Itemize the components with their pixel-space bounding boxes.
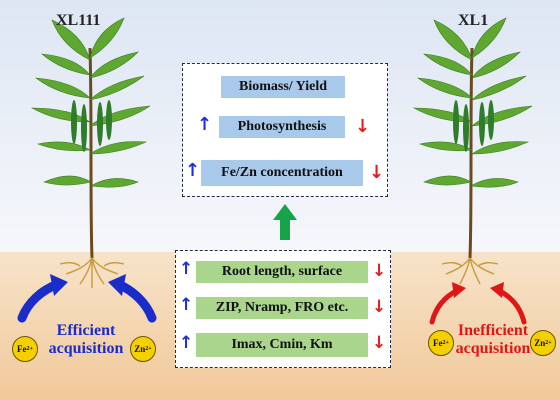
right-plant-title: XL1 xyxy=(458,12,489,29)
photosynthesis-up-arrow: ↑ xyxy=(197,114,213,135)
fezn-concentration-label: Fe/Zn concentration xyxy=(201,160,363,186)
zip-nramp-fro-label: ZIP, Nramp, FRO etc. xyxy=(196,297,368,319)
root-length-up-arrow: ↑ xyxy=(179,259,194,279)
imax-cmin-km-down-arrow: ↓ xyxy=(372,333,387,353)
left-plant xyxy=(30,17,151,288)
imax-cmin-km-label: Imax, Cmin, Km xyxy=(196,333,368,357)
fezn-concentration-up-arrow: ↑ xyxy=(185,160,201,181)
inefficient-acquisition-label: Inefficient acquisition xyxy=(450,322,536,357)
photosynthesis-down-arrow: ↓ xyxy=(355,116,371,137)
biomass-yield-label: Biomass/ Yield xyxy=(221,76,345,98)
top-effects-box: Biomass/ Yield ↑ Photosynthesis ↓ ↑ Fe/Z… xyxy=(182,63,388,197)
photosynthesis-label: Photosynthesis xyxy=(219,116,345,138)
zip-nramp-down-arrow: ↓ xyxy=(372,297,387,317)
fezn-concentration-down-arrow: ↓ xyxy=(369,162,385,183)
inefficient-line2: acquisition xyxy=(455,339,531,357)
root-length-surface-label: Root length, surface xyxy=(196,261,368,283)
inefficient-line1: Inefficient xyxy=(457,322,529,339)
efficient-line1: Efficient xyxy=(56,322,116,339)
efficient-acquisition-label: Efficient acquisition xyxy=(44,322,128,357)
right-uptake-arrows xyxy=(429,282,527,325)
efficient-line2: acquisition xyxy=(48,339,124,357)
bottom-mechanisms-box: ↑ Root length, surface ↓ ↑ ZIP, Nramp, F… xyxy=(175,250,391,368)
imax-cmin-km-up-arrow: ↑ xyxy=(179,333,194,353)
center-up-arrow xyxy=(273,204,297,240)
zip-nramp-up-arrow: ↑ xyxy=(179,295,194,315)
left-plant-title: XL111 xyxy=(56,12,101,29)
root-length-down-arrow: ↓ xyxy=(372,261,387,281)
right-plant xyxy=(412,17,533,285)
left-uptake-arrows xyxy=(17,274,157,323)
